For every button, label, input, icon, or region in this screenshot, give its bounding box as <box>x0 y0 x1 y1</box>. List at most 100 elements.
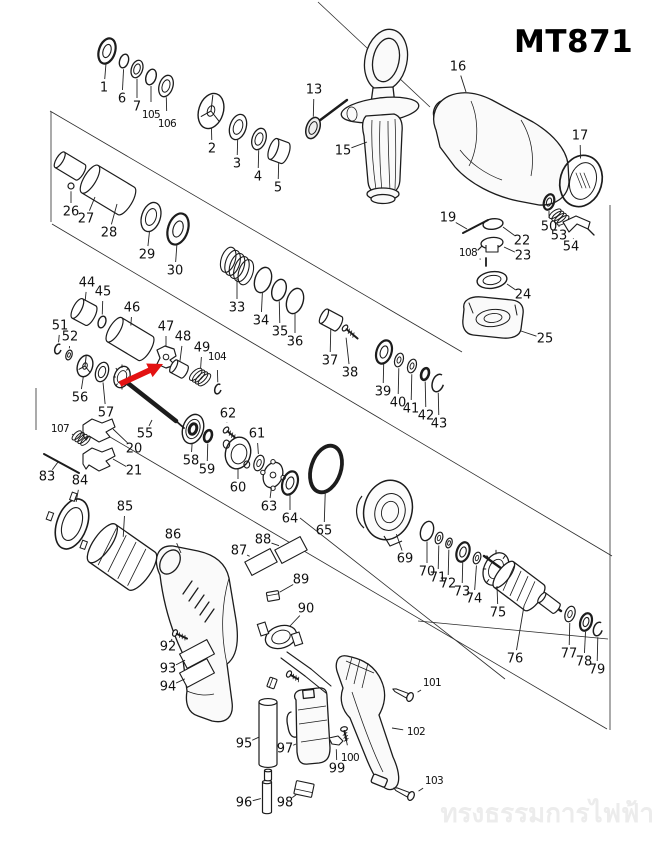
part-glyph-34 <box>253 266 273 294</box>
leader-line-90 <box>289 615 301 627</box>
part-label-35: 35 <box>272 325 289 340</box>
part-glyph-17 <box>558 154 604 208</box>
part-glyph-78 <box>578 612 594 632</box>
part-label-70: 70 <box>419 565 436 580</box>
part-glyph-48 <box>169 359 189 379</box>
part-glyph-90 <box>256 621 304 650</box>
leader-line-56 <box>80 377 84 390</box>
part-label-101: 101 <box>423 677 441 689</box>
part-glyph-51 <box>53 343 63 355</box>
part-glyph-72 <box>445 537 453 549</box>
part-glyph-detail <box>285 670 300 683</box>
part-glyph-46 <box>105 316 155 362</box>
leader-line-40 <box>397 368 400 395</box>
part-label-99: 99 <box>329 762 346 777</box>
part-label-61: 61 <box>249 427 266 442</box>
leader-line-23 <box>503 246 516 253</box>
leader-line-37 <box>329 328 332 353</box>
part-label-58: 58 <box>183 454 200 469</box>
leader-line-35 <box>278 301 281 324</box>
part-glyph-29 <box>140 201 162 233</box>
leader-line-28 <box>110 203 118 225</box>
part-label-89: 89 <box>293 573 310 588</box>
part-label-98: 98 <box>277 796 294 811</box>
leader-line-73 <box>461 562 464 584</box>
part-label-105: 105 <box>142 109 160 121</box>
part-label-87: 87 <box>231 544 248 559</box>
part-label-71: 71 <box>430 571 447 586</box>
part-glyph-105 <box>144 68 158 86</box>
leader-line-79 <box>596 637 599 662</box>
part-label-60: 60 <box>230 481 247 496</box>
rear-cover-shape <box>335 655 400 791</box>
leader-line-30 <box>175 243 178 263</box>
part-label-69: 69 <box>397 552 414 567</box>
part-label-84: 84 <box>72 474 89 489</box>
part-label-3: 3 <box>233 157 241 172</box>
part-glyph-85 <box>86 523 158 591</box>
part-glyph-98 <box>293 780 315 798</box>
part-label-92: 92 <box>160 640 177 655</box>
leader-line-77 <box>568 622 571 646</box>
part-glyph-94 <box>178 657 216 689</box>
part-label-62: 62 <box>220 407 237 422</box>
part-glyph-60 <box>222 436 252 470</box>
part-label-63: 63 <box>261 500 278 515</box>
part-label-76: 76 <box>507 652 524 667</box>
leader-line-101 <box>417 689 422 693</box>
leader-line-75 <box>496 585 499 605</box>
leader-line-44 <box>84 291 87 301</box>
part-glyphs <box>45 37 604 815</box>
part-label-52: 52 <box>62 330 79 345</box>
part-glyph-57 <box>94 361 110 383</box>
part-glyph-84 <box>45 491 90 551</box>
motor-housing-shape <box>155 545 239 723</box>
leader-line-78 <box>584 631 586 654</box>
part-glyph-103 <box>393 787 415 802</box>
leader-line-57 <box>102 382 106 405</box>
part-label-40: 40 <box>390 396 407 411</box>
leader-line-74 <box>474 565 477 591</box>
part-label-19: 19 <box>440 211 457 226</box>
part-label-26: 26 <box>63 205 80 220</box>
leader-line-107 <box>71 433 75 436</box>
part-label-27: 27 <box>78 212 95 227</box>
part-label-90: 90 <box>298 602 315 617</box>
part-glyph-77 <box>564 605 576 623</box>
part-glyph-detail <box>53 151 87 181</box>
part-label-41: 41 <box>403 402 420 417</box>
part-label-2: 2 <box>208 142 216 157</box>
part-label-108: 108 <box>459 247 477 259</box>
part-glyph-43 <box>431 373 445 393</box>
part-glyph-74 <box>472 551 482 565</box>
part-label-55: 55 <box>137 427 154 442</box>
part-label-64: 64 <box>282 512 299 527</box>
part-label-93: 93 <box>160 662 177 677</box>
part-glyph-89 <box>265 590 281 602</box>
part-glyph-35 <box>270 278 288 302</box>
part-glyph-62 <box>222 426 236 440</box>
part-label-86: 86 <box>165 528 182 543</box>
part-label-104: 104 <box>208 351 227 363</box>
part-glyph-104 <box>213 383 223 395</box>
part-label-54: 54 <box>563 240 580 255</box>
leader-line-20 <box>112 428 128 444</box>
leader-line-19 <box>455 222 468 230</box>
part-glyph-38 <box>341 324 359 340</box>
leader-line-61 <box>257 442 259 455</box>
part-glyph-70 <box>419 520 435 542</box>
leader-line-38 <box>345 337 350 365</box>
part-label-47: 47 <box>158 320 175 335</box>
part-glyph-22 <box>482 217 504 231</box>
leader-line-84 <box>75 489 79 502</box>
part-glyph-45 <box>97 315 107 329</box>
part-glyph-39 <box>374 339 394 365</box>
leader-lines <box>51 63 599 802</box>
leader-line-15 <box>351 141 368 149</box>
part-label-30: 30 <box>167 264 184 279</box>
part-glyph-37 <box>318 308 344 332</box>
part-label-72: 72 <box>440 577 457 592</box>
leader-line-22 <box>502 226 516 237</box>
leader-line-88 <box>271 542 280 547</box>
leader-line-87 <box>246 554 250 557</box>
